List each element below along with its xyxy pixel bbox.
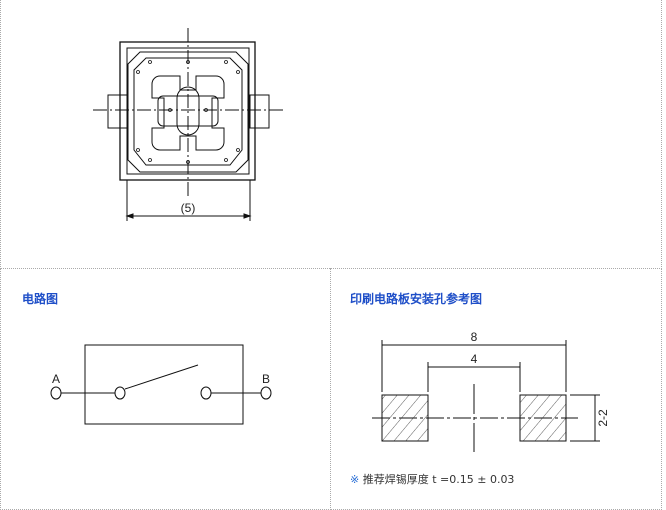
solder-note: ※ 推荐焊锡厚度 t =0.15 ± 0.03 bbox=[350, 471, 514, 487]
note-text: 推荐焊锡厚度 t =0.15 ± 0.03 bbox=[362, 473, 515, 486]
switch-top-view bbox=[93, 28, 285, 221]
circuit-heading: 电路图 bbox=[22, 292, 59, 306]
terminal-b-icon bbox=[260, 386, 272, 400]
terminal-a-label: A bbox=[52, 372, 60, 386]
component-drawing-panel bbox=[0, 0, 662, 269]
dim-inner-label: 4 bbox=[471, 352, 478, 366]
note-mark: ※ bbox=[350, 473, 360, 486]
dim-outer-label: 8 bbox=[471, 330, 478, 344]
terminal-b-label: B bbox=[262, 372, 270, 386]
pcb-pad-layout bbox=[372, 340, 600, 452]
dim-height-label: 2-2 bbox=[596, 409, 610, 427]
circuit-diagram bbox=[50, 344, 272, 425]
terminal-a-icon bbox=[50, 386, 62, 400]
pcb-heading: 印刷电路板安装孔参考图 bbox=[350, 292, 483, 306]
width-dimension-label: (5) bbox=[181, 201, 196, 215]
